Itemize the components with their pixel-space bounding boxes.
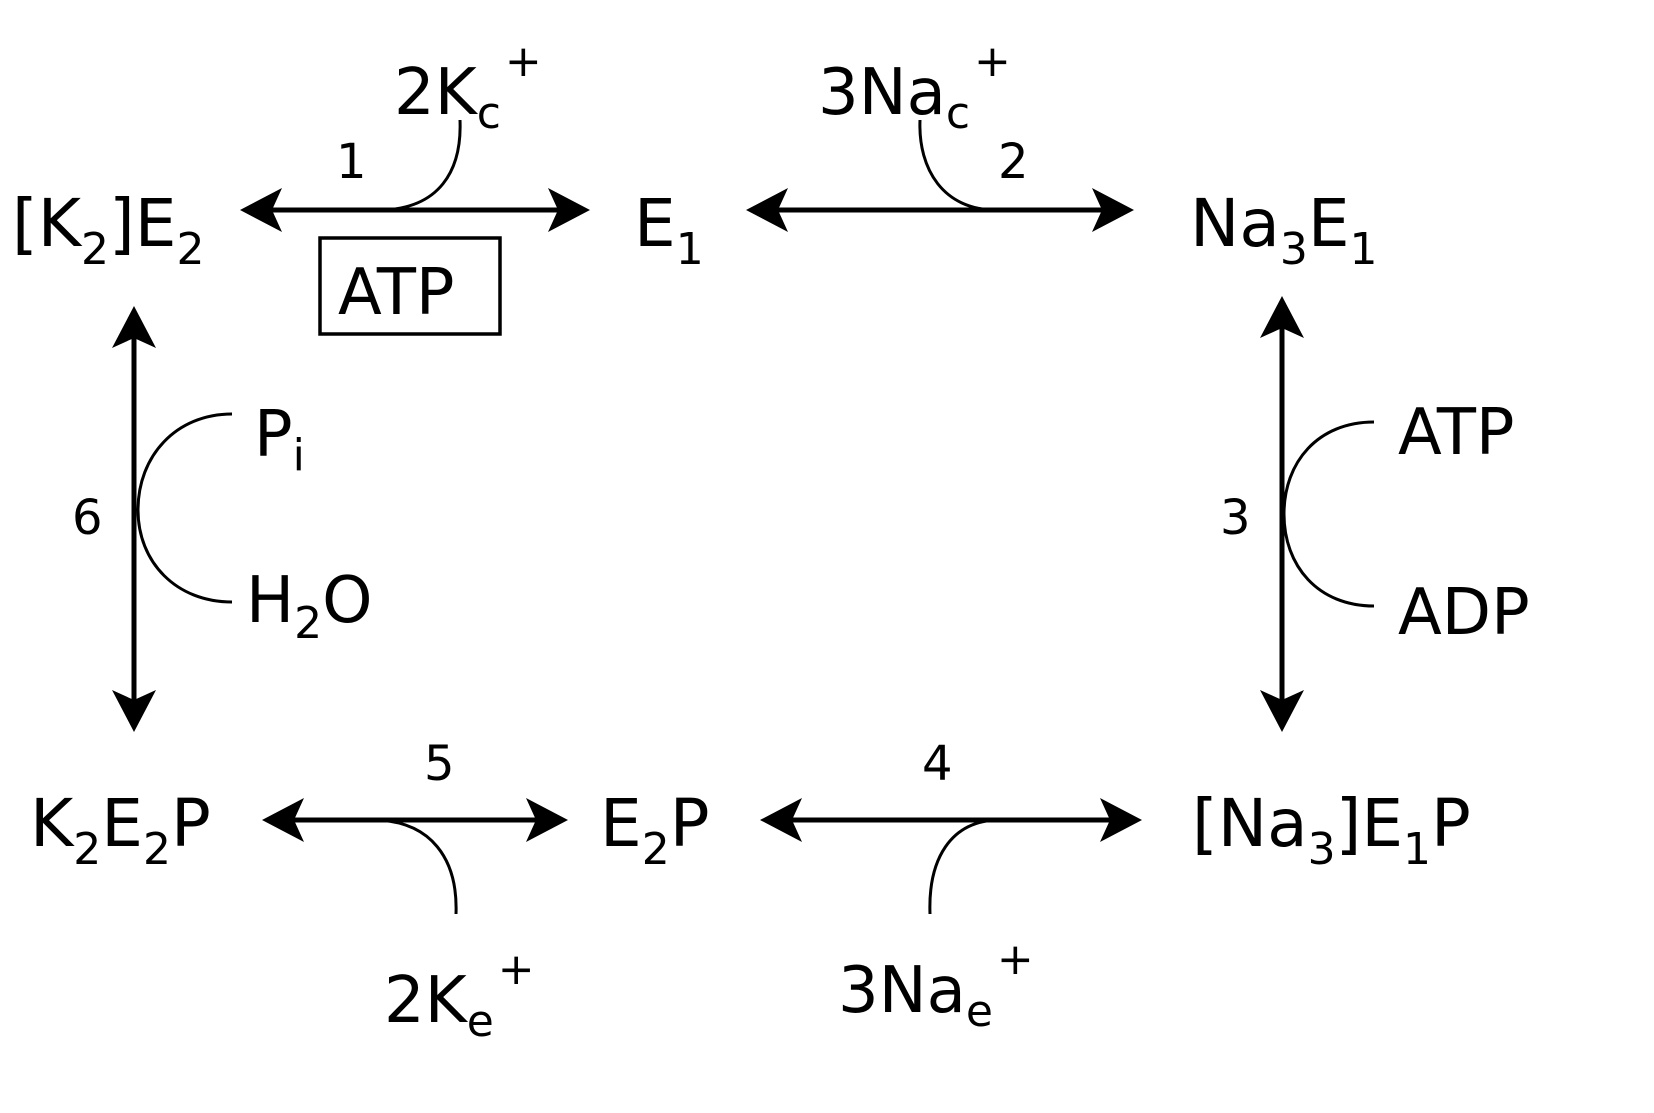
step-number-4: 4 — [922, 736, 953, 792]
step-number-1: 1 — [336, 134, 367, 190]
step-number-5: 5 — [424, 736, 455, 792]
ion-na-extracellular: 3Nae+ — [838, 934, 1034, 1037]
cofactor-pi: Pi — [254, 398, 305, 481]
arrow-step-1 — [240, 119, 590, 232]
step-number-3: 3 — [1220, 490, 1251, 546]
arrow-step-6 — [112, 306, 233, 732]
species-k2e2p: K2E2P — [30, 785, 211, 875]
curve-pi-h2o-exchange — [136, 412, 233, 604]
curve-na-extracellular-release — [928, 818, 1001, 915]
step-number-6: 6 — [72, 490, 103, 546]
arrow-step-3 — [1260, 296, 1375, 732]
ion-na-cytoplasmic: 3Nac+ — [818, 36, 1011, 139]
species-k2e2: [K2]E2 — [12, 185, 204, 275]
cofactor-atp: ATP — [1398, 396, 1515, 470]
step-number-2: 2 — [998, 134, 1029, 190]
cofactor-atp-boxed: ATP — [338, 256, 455, 330]
arrow-step-4 — [760, 798, 1142, 915]
species-na3e1p: [Na3]E1P — [1192, 785, 1471, 875]
curve-k-extracellular-binding — [371, 818, 458, 915]
species-e1: E1 — [634, 185, 704, 275]
cofactor-adp: ADP — [1398, 576, 1530, 650]
curve-na-cytoplasmic-binding — [918, 119, 997, 212]
ion-k-cytoplasmic: 2Kc+ — [394, 36, 542, 139]
curve-k-cytoplasmic-binding — [377, 119, 462, 212]
species-na3e1: Na3E1 — [1190, 185, 1378, 275]
arrow-step-2 — [746, 119, 1134, 232]
atp-box — [318, 236, 502, 336]
arrow-step-5 — [262, 798, 568, 915]
cofactor-h2o: H2O — [246, 564, 373, 649]
species-e2p: E2P — [600, 785, 710, 875]
ion-k-extracellular: 2Ke+ — [384, 944, 535, 1047]
curve-atp-adp-exchange — [1282, 420, 1375, 608]
